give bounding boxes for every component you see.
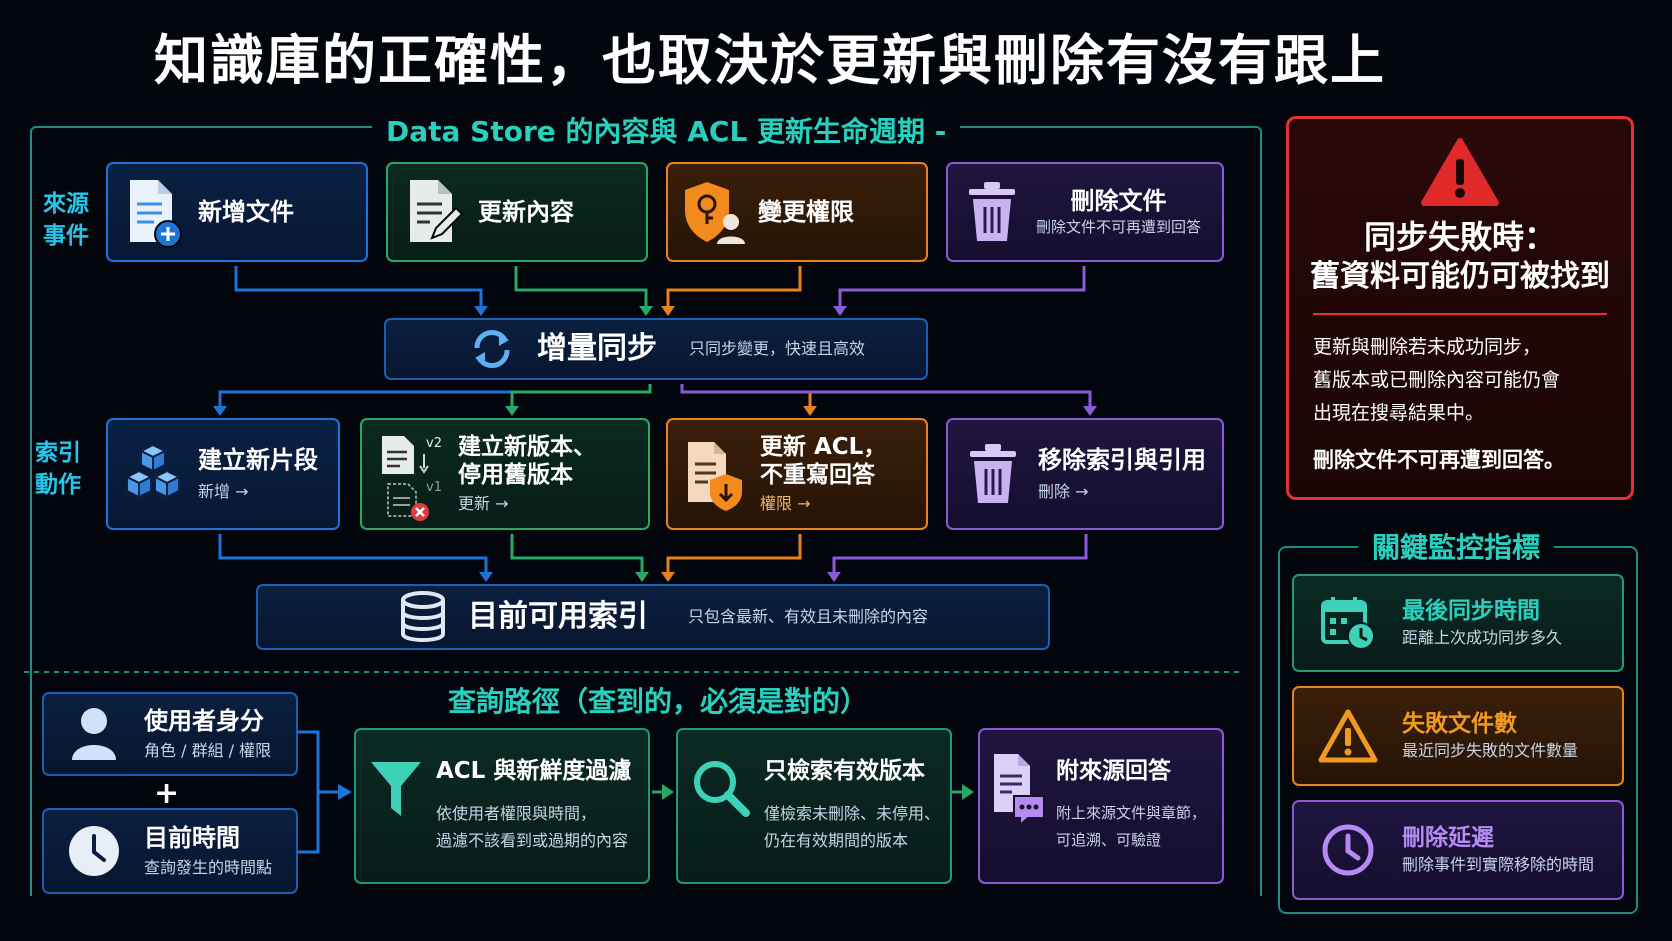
warning-title-line2: 舊資料可能仍可被找到 bbox=[1310, 259, 1610, 294]
index-card-title: 建立新版本、 停用舊版本 bbox=[458, 434, 596, 488]
edit-file-icon bbox=[388, 176, 478, 248]
monitor-item-subtitle: 距離上次成功同步多久 bbox=[1402, 628, 1563, 647]
monitor-title: 關鍵監控指標 bbox=[1358, 526, 1555, 566]
index-card-title: 更新 ACL， 不重寫回答 bbox=[760, 434, 887, 488]
monitor-item-subtitle: 刪除事件到實際移除的時間 bbox=[1402, 855, 1595, 874]
monitor-item-title: 失敗文件數 bbox=[1402, 711, 1517, 737]
trash-icon bbox=[948, 179, 1036, 245]
index-actions-label-text: 索引 動作 bbox=[35, 440, 81, 498]
query-step-cited-answer: 附來源回答 附上來源文件與章節， 可追溯、可驗證 bbox=[978, 728, 1224, 884]
index-card-new-chunk: 建立新片段 新增 → bbox=[106, 418, 340, 530]
source-card-delete-file: 刪除文件 刪除文件不可再遭到回答 bbox=[946, 162, 1224, 262]
query-step-title: 只檢索有效版本 bbox=[764, 758, 925, 784]
current-index-title: 目前可用索引 bbox=[467, 599, 648, 634]
source-card-new-file: 新增文件 bbox=[106, 162, 368, 262]
warning-title-line1: 同步失敗時： bbox=[1363, 218, 1556, 256]
current-index-subtitle: 只包含最新、有效且未刪除的內容 bbox=[687, 607, 928, 626]
blocks-icon bbox=[108, 441, 198, 507]
user-icon bbox=[44, 706, 144, 762]
current-index-card: 目前可用索引 只包含最新、有效且未刪除的內容 bbox=[256, 584, 1050, 650]
query-step-subtitle: 依使用者權限與時間， 過濾不該看到或過期的內容 bbox=[436, 804, 629, 850]
source-card-update-content: 更新內容 bbox=[386, 162, 648, 262]
source-events-label: 來源 事件 bbox=[36, 188, 96, 252]
plus-sign: + bbox=[154, 776, 180, 811]
warning-icon bbox=[1294, 708, 1402, 764]
index-card-subtitle: 更新 → bbox=[458, 494, 509, 513]
source-card-title: 新增文件 bbox=[198, 198, 294, 226]
query-step-valid-version: 只檢索有效版本 僅檢索未刪除、未停用、 仍在有效期間的版本 bbox=[676, 728, 952, 884]
versions-icon: v2 v1 bbox=[362, 424, 458, 524]
source-card-subtitle: 刪除文件不可再遭到回答 bbox=[1036, 218, 1202, 236]
lifecycle-title: Data Store 的內容與 ACL 更新生命週期 - bbox=[372, 110, 961, 150]
trash-icon bbox=[948, 441, 1038, 507]
user-identity-title: 使用者身分 bbox=[144, 707, 264, 735]
version-v1-label: v1 bbox=[426, 480, 442, 495]
incremental-sync-card: 增量同步 只同步變更，快速且高效 bbox=[384, 318, 928, 380]
clock-icon bbox=[1294, 822, 1402, 878]
sync-failure-warning-panel: 同步失敗時： 舊資料可能仍可被找到 更新與刪除若未成功同步， 舊版本或已刪除內容… bbox=[1286, 116, 1634, 500]
index-card-title: 建立新片段 bbox=[198, 446, 318, 474]
version-v2-label: v2 bbox=[426, 436, 442, 451]
doc-shield-icon bbox=[668, 436, 760, 512]
index-card-subtitle: 新增 → bbox=[198, 482, 249, 501]
query-step-title: 附來源回答 bbox=[1056, 758, 1171, 784]
query-step-subtitle: 附上來源文件與章節， 可追溯、可驗證 bbox=[1056, 804, 1207, 849]
source-card-change-permission: 變更權限 bbox=[666, 162, 928, 262]
shield-user-icon bbox=[668, 178, 758, 246]
clock-icon bbox=[44, 824, 144, 878]
warning-emphasis: 刪除文件不可再遭到回答。 bbox=[1313, 448, 1565, 472]
monitor-item-last-sync: 最後同步時間 距離上次成功同步多久 bbox=[1292, 574, 1624, 672]
monitor-item-title: 最後同步時間 bbox=[1402, 598, 1540, 624]
monitor-item-subtitle: 最近同步失敗的文件數量 bbox=[1402, 741, 1579, 760]
user-identity-subtitle: 角色 / 群組 / 權限 bbox=[144, 741, 272, 760]
current-time-card: 目前時間 查詢發生的時間點 bbox=[42, 808, 298, 894]
index-card-remove-index: 移除索引與引用 刪除 → bbox=[946, 418, 1224, 530]
source-card-title: 刪除文件 bbox=[1070, 187, 1167, 215]
monitor-item-delete-latency: 刪除延遲 刪除事件到實際移除的時間 bbox=[1292, 800, 1624, 900]
page-title: 知識庫的正確性，也取決於更新與刪除有沒有跟上 bbox=[154, 29, 1386, 92]
source-card-title: 更新內容 bbox=[478, 198, 574, 226]
query-step-title: ACL 與新鮮度過濾 bbox=[436, 758, 632, 784]
index-card-update-acl: 更新 ACL， 不重寫回答 權限 → bbox=[666, 418, 928, 530]
index-card-new-version: v2 v1 建立新版本、 停用舊版本 更新 → bbox=[360, 418, 650, 530]
source-card-title: 變更權限 bbox=[758, 198, 854, 226]
query-path-title: 查詢路徑（查到的，必須是對的） bbox=[448, 685, 869, 718]
query-step-subtitle: 僅檢索未刪除、未停用、 仍在有效期間的版本 bbox=[764, 804, 941, 850]
filter-icon bbox=[356, 758, 436, 820]
index-actions-label: 索引 動作 bbox=[28, 437, 88, 501]
current-time-title: 目前時間 bbox=[144, 824, 240, 852]
monitor-item-failed-docs: 失敗文件數 最近同步失敗的文件數量 bbox=[1292, 686, 1624, 786]
sync-title: 增量同步 bbox=[536, 331, 657, 366]
warning-icon bbox=[1289, 137, 1631, 211]
calendar-clock-icon bbox=[1294, 594, 1402, 652]
monitor-item-title: 刪除延遲 bbox=[1402, 825, 1494, 851]
current-time-subtitle: 查詢發生的時間點 bbox=[144, 858, 273, 877]
new-file-icon bbox=[108, 176, 198, 248]
index-card-subtitle: 刪除 → bbox=[1038, 482, 1089, 501]
user-identity-card: 使用者身分 角色 / 群組 / 權限 bbox=[42, 692, 298, 776]
source-events-label-text: 來源 事件 bbox=[43, 191, 89, 249]
sync-subtitle: 只同步變更，快速且高效 bbox=[688, 339, 865, 358]
index-card-title: 移除索引與引用 bbox=[1038, 446, 1206, 474]
search-icon bbox=[678, 758, 764, 818]
warning-body: 更新與刪除若未成功同步， 舊版本或已刪除內容可能仍會 出現在搜尋結果中。 bbox=[1313, 336, 1561, 424]
index-card-subtitle: 權限 → bbox=[760, 494, 811, 513]
database-icon bbox=[378, 590, 468, 644]
sync-icon bbox=[447, 326, 537, 372]
warning-divider bbox=[1313, 313, 1607, 315]
doc-chat-icon bbox=[980, 750, 1056, 826]
query-step-acl-filter: ACL 與新鮮度過濾 依使用者權限與時間， 過濾不該看到或過期的內容 bbox=[354, 728, 650, 884]
